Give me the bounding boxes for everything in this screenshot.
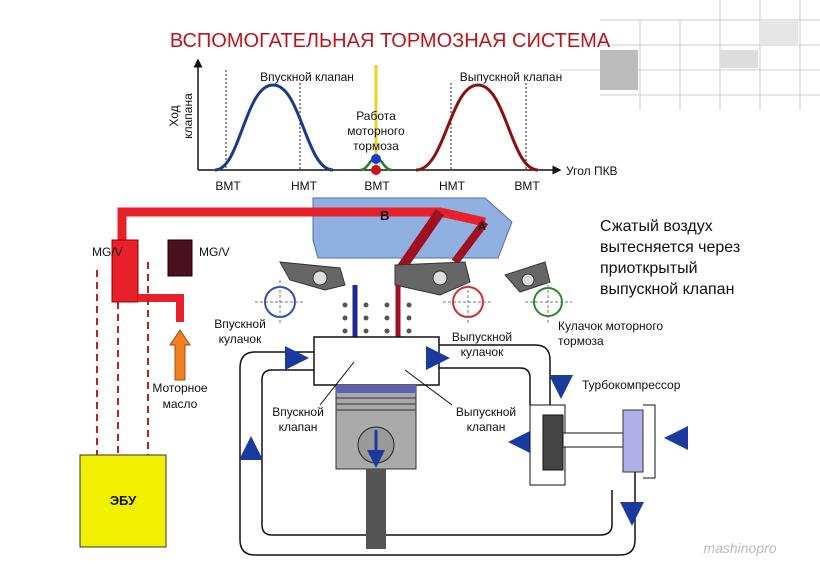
engine-block	[239, 336, 636, 556]
brake-label: Работа	[356, 109, 396, 123]
y-axis-label: клапана	[181, 93, 195, 139]
oil-label: масло	[163, 397, 198, 411]
exhaust-cam-label: Выпускной	[452, 330, 512, 344]
air-channel	[395, 209, 445, 273]
x-axis-label: Угол ПКВ	[566, 164, 618, 178]
note-line: выпускной клапан	[600, 281, 734, 298]
exhaust-curve-label: Выпускной клапан	[460, 70, 562, 84]
brake-label: тормоза	[353, 139, 399, 153]
mgv-label-left: MG/V	[92, 245, 123, 259]
mgv-valve-right	[167, 239, 193, 277]
exhaust-valve-label: клапан	[467, 420, 506, 434]
compressed-air-note: Сжатый воздух вытесняется через приоткры…	[600, 218, 740, 298]
intake-cam-label: кулачок	[219, 332, 262, 346]
air-channel	[451, 219, 489, 265]
oil-label: Моторное	[152, 381, 208, 395]
piston-head	[336, 385, 416, 393]
brake-cam-label: Кулачок моторного	[558, 319, 663, 333]
tick-label: НМТ	[439, 179, 466, 193]
turbine-wheel	[542, 414, 564, 471]
turbo-shaft	[562, 432, 624, 448]
y-axis-label: Ход	[167, 105, 181, 126]
brake-label: моторного	[347, 124, 405, 138]
oil-arrow	[169, 329, 191, 381]
flow-arrows	[239, 346, 688, 526]
turbocharger	[529, 404, 656, 486]
decorative-grid	[560, 0, 820, 110]
brake-cam-label: тормоза	[558, 334, 604, 348]
note-line: приоткрытый	[600, 260, 698, 277]
tick-label: ВМТ	[215, 179, 241, 193]
intake-rocker	[279, 261, 346, 291]
intake-valve-label: Впускной	[272, 405, 324, 419]
rocker-arms	[279, 261, 551, 296]
note-line: вытесняется через	[600, 239, 740, 256]
air-pipe	[117, 207, 486, 240]
mgv-valve-left	[111, 239, 139, 303]
oil-pipe	[138, 294, 184, 322]
ecu-label: ЭБУ	[110, 493, 137, 508]
exhaust-dot	[371, 165, 381, 175]
exhaust-rocker	[394, 261, 471, 296]
intake-dot	[371, 154, 381, 164]
intake-cam-label: Впускной	[214, 317, 266, 331]
intake-curve-label: Впускной клапан	[260, 70, 354, 84]
housing-label-a: A	[478, 221, 486, 233]
valve-springs	[342, 302, 412, 334]
note-line: Сжатый воздух	[600, 218, 713, 235]
connecting-rod	[366, 469, 386, 549]
exhaust-cam-label: кулачок	[461, 345, 504, 359]
turbo-label: Турбокомпрессор	[582, 378, 681, 392]
watermark-logo: mashinopro	[703, 540, 776, 556]
ecu-box	[79, 454, 167, 548]
compressor-wheel	[622, 409, 644, 473]
tick-label: ВМТ	[364, 179, 390, 193]
intake-valve-label: клапан	[279, 420, 318, 434]
exhaust-valve-label: Выпускной	[456, 405, 516, 419]
exhaust-curve	[415, 83, 539, 172]
cams	[255, 280, 572, 325]
page-title: ВСПОМОГАТЕЛЬНАЯ ТОРМОЗНАЯ СИСТЕМА	[170, 30, 611, 52]
mgv-label-right: MG/V	[199, 245, 230, 259]
housing-label-b: B	[380, 208, 389, 223]
rocker-housing: B A	[117, 197, 513, 273]
component-labels: Впускной кулачок Выпускной кулачок Кулач…	[214, 317, 681, 434]
solenoid-valves: MG/V MG/V Моторное масло ЭБУ	[79, 239, 230, 548]
valve-lift-graph: Ход клапана Угол ПКВ Впускной клапан Вып…	[167, 58, 618, 193]
intake-curve	[214, 83, 334, 172]
tick-label: НМТ	[291, 179, 318, 193]
tick-label: ВМТ	[514, 179, 540, 193]
